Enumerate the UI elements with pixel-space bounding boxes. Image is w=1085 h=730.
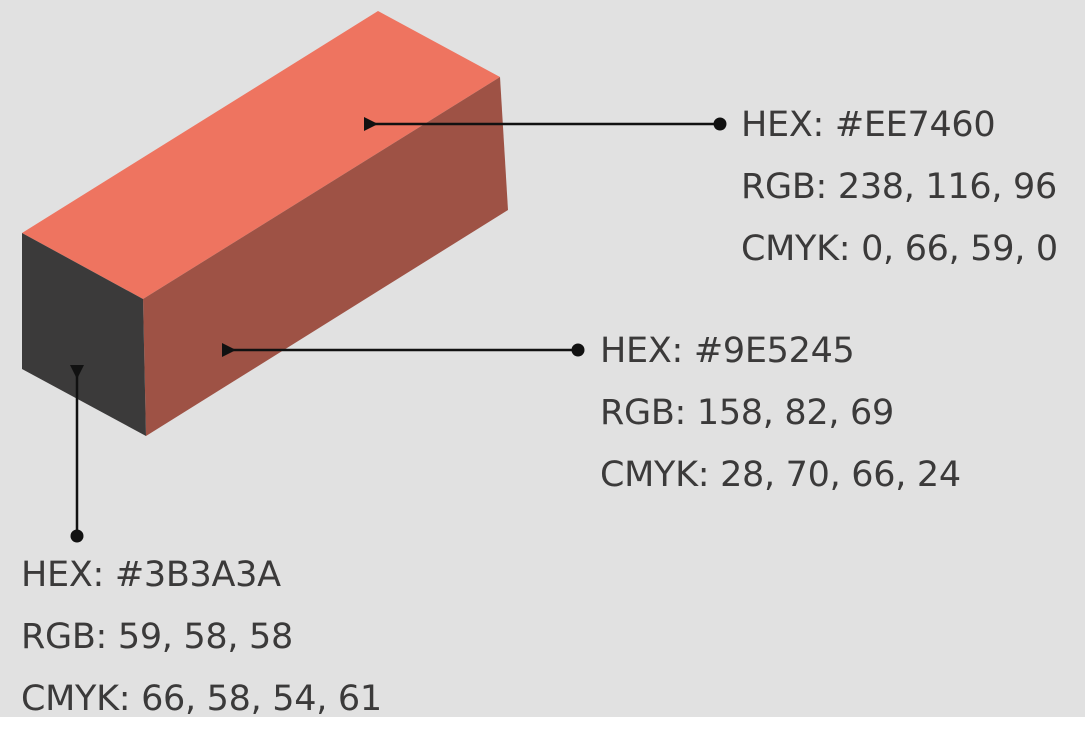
brick-end-face (22, 233, 146, 436)
leader-top (364, 117, 727, 131)
side-face-color-label: HEX: #9E5245 RGB: 158, 82, 69 CMYK: 28, … (600, 320, 961, 506)
side-face-cmyk: CMYK: 28, 70, 66, 24 (600, 455, 961, 495)
top-face-rgb: RGB: 238, 116, 96 (741, 167, 1057, 207)
top-face-cmyk: CMYK: 0, 66, 59, 0 (741, 229, 1058, 269)
side-face-rgb: RGB: 158, 82, 69 (600, 393, 894, 433)
end-face-cmyk: CMYK: 66, 58, 54, 61 (21, 679, 382, 719)
leader-side (222, 343, 585, 357)
brick-side-face (143, 77, 508, 436)
leader-top-dot (713, 117, 727, 131)
end-face-color-label: HEX: #3B3A3A RGB: 59, 58, 58 CMYK: 66, 5… (21, 544, 382, 730)
brick (22, 11, 508, 436)
brick-top-face (22, 11, 500, 299)
end-face-hex: HEX: #3B3A3A (21, 555, 281, 595)
leader-side-dot (571, 343, 585, 357)
leader-end-arrowhead (70, 365, 84, 379)
top-face-hex: HEX: #EE7460 (741, 105, 996, 145)
leader-side-arrowhead (222, 343, 236, 357)
leader-end-dot (70, 529, 84, 543)
top-face-color-label: HEX: #EE7460 RGB: 238, 116, 96 CMYK: 0, … (741, 94, 1058, 280)
side-face-hex: HEX: #9E5245 (600, 331, 855, 371)
leader-end (70, 365, 84, 543)
leader-top-arrowhead (364, 117, 378, 131)
end-face-rgb: RGB: 59, 58, 58 (21, 617, 293, 657)
